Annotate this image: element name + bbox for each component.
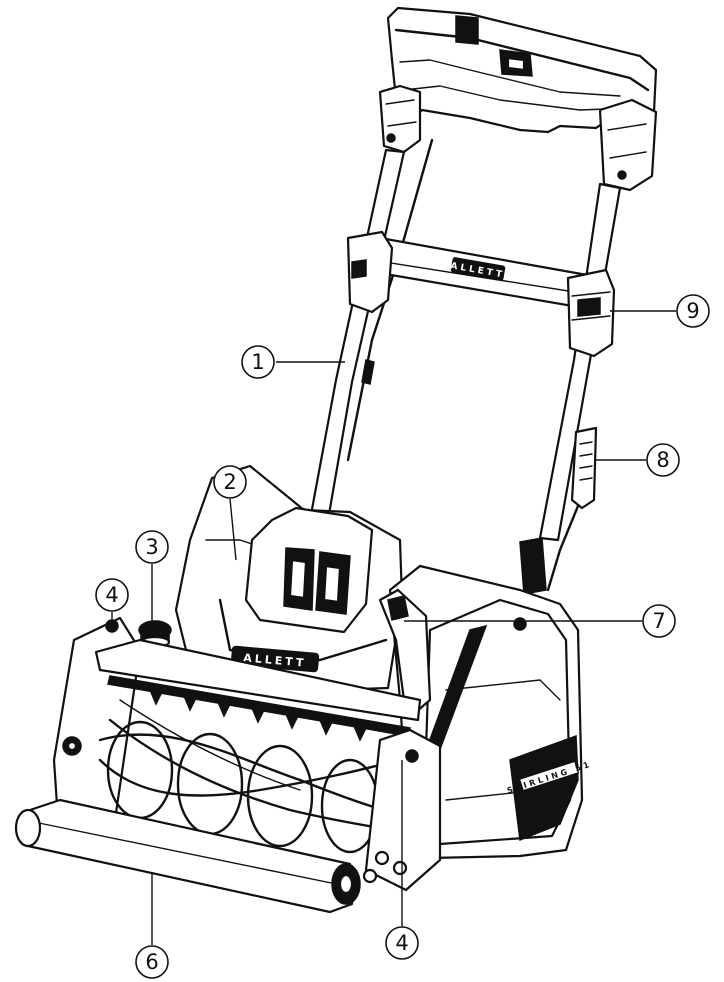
callout-9: 9 [676,294,710,328]
svg-text:1: 1 [251,350,264,374]
svg-text:4: 4 [105,583,118,607]
callout-1: 1 [241,345,275,379]
svg-text:7: 7 [652,609,665,633]
handle-assembly: ALLETT [308,6,658,595]
svg-text:6: 6 [145,950,158,974]
callout-7: 7 [642,604,676,638]
svg-text:4: 4 [395,931,408,955]
svg-text:2: 2 [223,470,236,494]
svg-text:9: 9 [686,299,699,323]
svg-text:8: 8 [656,448,669,472]
callout-8: 8 [646,443,680,477]
callout-6: 6 [135,945,169,979]
callouts: 1 2 3 4 4 6 [95,294,710,979]
cutting-unit [14,616,442,914]
callout-2: 2 [213,465,247,499]
callout-4-left: 4 [95,578,129,612]
svg-text:3: 3 [145,535,158,559]
callout-4-right: 4 [385,926,419,960]
callout-3: 3 [135,530,169,564]
